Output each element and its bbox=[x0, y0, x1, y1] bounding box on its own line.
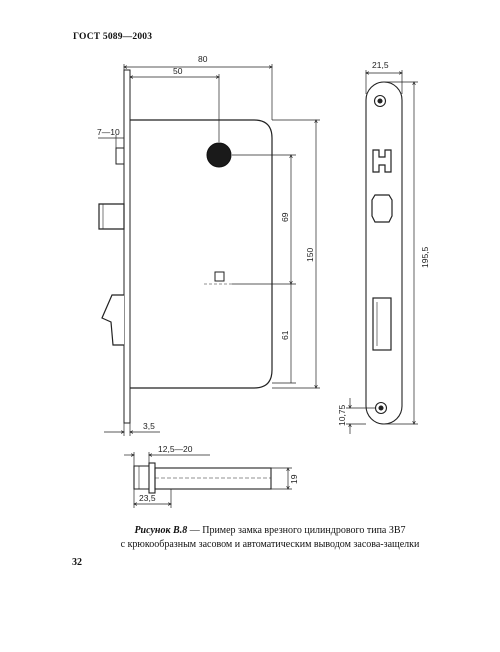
follower-square bbox=[214, 271, 225, 282]
dim-latch-offset: 12,5—20 bbox=[158, 444, 193, 454]
hook-bolt-slot bbox=[372, 297, 392, 351]
hook-latch bbox=[101, 294, 124, 346]
dim-backset: 50 bbox=[173, 66, 183, 76]
dim-bolt-projection: 7—10 bbox=[97, 127, 120, 137]
dim-69: 69 bbox=[280, 212, 290, 222]
caption-text-1: Пример замка врезного цилиндрового типа … bbox=[202, 525, 406, 536]
cylinder-hole bbox=[206, 142, 232, 168]
faceplate-dimensions bbox=[346, 70, 418, 434]
dim-faceplate-width: 21,5 bbox=[372, 60, 389, 70]
faceplate-outline bbox=[365, 81, 403, 425]
dim-body-thickness: 19 bbox=[289, 474, 299, 484]
body-top bbox=[154, 467, 272, 490]
latch-opening bbox=[372, 149, 392, 173]
dim-61: 61 bbox=[280, 330, 290, 340]
lock-body-outline bbox=[130, 119, 273, 389]
deadbolt bbox=[98, 203, 125, 230]
caption-dash: — bbox=[187, 525, 203, 536]
stop-projection bbox=[115, 147, 125, 165]
faceplate-side bbox=[123, 69, 131, 424]
document-header: ГОСТ 5089—2003 bbox=[73, 32, 153, 42]
figure-caption: Рисунок В.8 — Пример замка врезного цили… bbox=[70, 524, 470, 552]
caption-line-1: Рисунок В.8 — Пример замка врезного цили… bbox=[70, 524, 470, 538]
dim-150: 150 bbox=[305, 248, 315, 262]
dim-faceplate-thickness: 3,5 bbox=[143, 421, 155, 431]
dim-faceplate-length: 195,5 bbox=[420, 246, 430, 268]
front-dimensions bbox=[98, 64, 320, 436]
latch-top bbox=[133, 465, 149, 490]
caption-line-2: с крюкообразным засовом и автоматическим… bbox=[120, 539, 420, 550]
dim-overall-depth: 23,5 bbox=[139, 493, 156, 503]
top-screw bbox=[373, 94, 387, 108]
top-view-dimensions bbox=[124, 452, 292, 508]
faceplate-top bbox=[148, 462, 156, 494]
lock-front-view bbox=[98, 69, 273, 424]
dim-screw-offset: 10,75 bbox=[337, 404, 347, 426]
page-number: 32 bbox=[72, 557, 82, 568]
caption-label: Рисунок В.8 bbox=[134, 525, 188, 536]
bolt-opening bbox=[371, 194, 393, 223]
lock-top-view bbox=[133, 462, 272, 494]
dim-width-total: 80 bbox=[198, 54, 208, 64]
faceplate-front-view bbox=[365, 81, 403, 425]
